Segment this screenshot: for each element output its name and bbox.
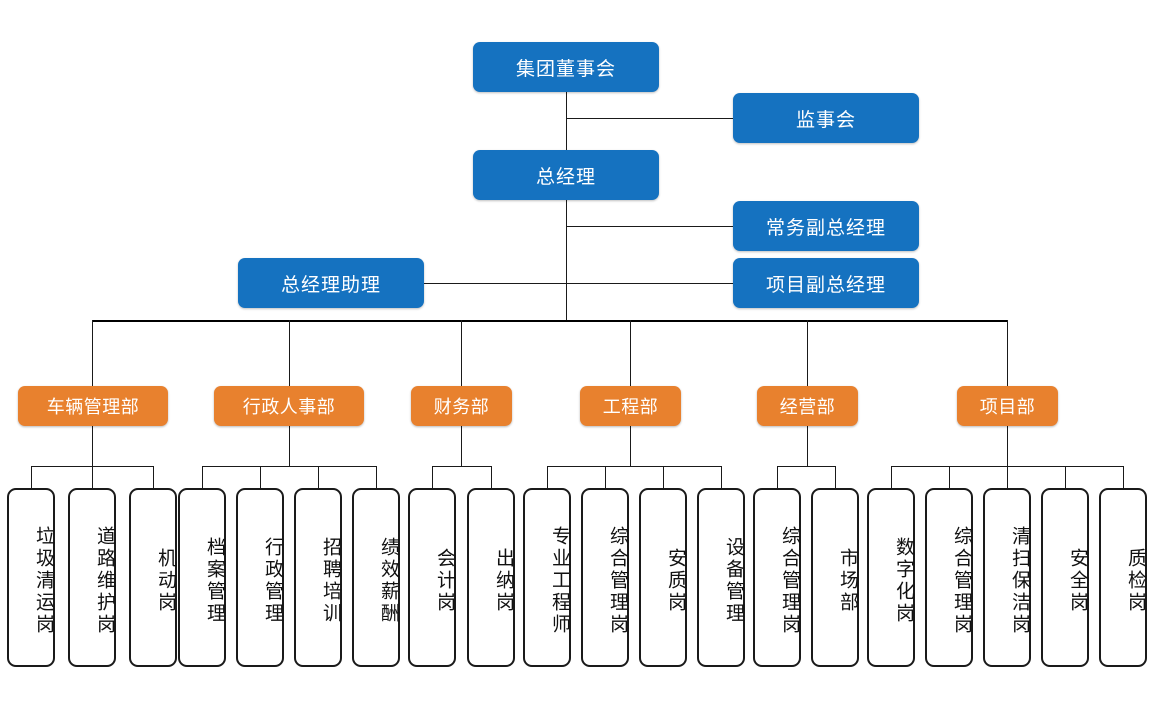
- connector-dept2-stem: [289, 426, 290, 466]
- connector-bus-to-dept-6: [1007, 320, 1008, 386]
- node-position-digitalization[interactable]: 数字化岗: [867, 488, 915, 667]
- connector-dept1-stem: [92, 426, 93, 466]
- connector-dept4-riser-1: [547, 466, 548, 488]
- connector-dept6-stem: [1007, 426, 1008, 466]
- node-position-cashier[interactable]: 出纳岗: [467, 488, 515, 667]
- connector-dept3-bus: [432, 466, 491, 467]
- connector-dept5-riser-2: [835, 466, 836, 488]
- connector-dept4-riser-3: [663, 466, 664, 488]
- connector-dept4-riser-4: [721, 466, 722, 488]
- connector-bus-to-dept-3: [461, 320, 462, 386]
- connector-dept6-riser-1: [891, 466, 892, 488]
- node-position-records-management[interactable]: 档案管理: [178, 488, 226, 667]
- node-project-vice-gm[interactable]: 项目副总经理: [733, 258, 919, 308]
- connector-trunk-to-supervisory: [566, 118, 733, 119]
- node-position-marketing[interactable]: 市场部: [811, 488, 859, 667]
- node-position-professional-engineer[interactable]: 专业工程师: [523, 488, 571, 667]
- node-general-manager[interactable]: 总经理: [473, 150, 659, 200]
- node-position-eng-general-management[interactable]: 综合管理岗: [581, 488, 629, 667]
- connector-department-bus: [92, 320, 1008, 322]
- connector-bus-to-dept-2: [289, 320, 290, 386]
- connector-dept6-riser-4: [1065, 466, 1066, 488]
- connector-dept5-bus: [777, 466, 835, 467]
- connector-dept2-riser-4: [376, 466, 377, 488]
- connector-dept1-riser-2: [92, 466, 93, 488]
- node-position-safety-quality[interactable]: 安质岗: [639, 488, 687, 667]
- node-position-quality-inspection[interactable]: 质检岗: [1099, 488, 1147, 667]
- node-position-road-maintenance[interactable]: 道路维护岗: [68, 488, 116, 667]
- connector-dept1-riser-3: [153, 466, 154, 488]
- node-supervisory-board[interactable]: 监事会: [733, 93, 919, 143]
- node-position-accountant[interactable]: 会计岗: [408, 488, 456, 667]
- connector-dept6-riser-2: [949, 466, 950, 488]
- node-position-waste-transport[interactable]: 垃圾清运岗: [7, 488, 55, 667]
- connector-dept1-riser-1: [31, 466, 32, 488]
- connector-bus-to-dept-1: [92, 320, 93, 386]
- node-position-biz-general-management[interactable]: 综合管理岗: [753, 488, 801, 667]
- node-department-business[interactable]: 经营部: [757, 386, 858, 426]
- connector-dept5-stem: [807, 426, 808, 466]
- node-board-of-directors[interactable]: 集团董事会: [473, 42, 659, 92]
- connector-dept2-riser-1: [202, 466, 203, 488]
- connector-dept4-stem: [630, 426, 631, 466]
- node-position-safety[interactable]: 安全岗: [1041, 488, 1089, 667]
- connector-trunk-to-exec-vice-gm: [566, 226, 733, 227]
- connector-dept2-riser-2: [260, 466, 261, 488]
- node-department-vehicle-management[interactable]: 车辆管理部: [18, 386, 168, 426]
- connector-trunk-to-vice-gm-row: [424, 283, 733, 284]
- node-position-proj-general-management[interactable]: 综合管理岗: [925, 488, 973, 667]
- connector-dept3-riser-2: [491, 466, 492, 488]
- node-executive-vice-gm[interactable]: 常务副总经理: [733, 201, 919, 251]
- connector-dept4-riser-2: [605, 466, 606, 488]
- connector-dept6-riser-5: [1123, 466, 1124, 488]
- node-position-equipment-management[interactable]: 设备管理: [697, 488, 745, 667]
- node-gm-assistant[interactable]: 总经理助理: [238, 258, 424, 308]
- node-position-administration[interactable]: 行政管理: [236, 488, 284, 667]
- node-position-cleaning-sanitation[interactable]: 清扫保洁岗: [983, 488, 1031, 667]
- connector-dept4-bus: [547, 466, 721, 467]
- node-position-performance-compensation[interactable]: 绩效薪酬: [352, 488, 400, 667]
- node-position-recruitment-training[interactable]: 招聘培训: [294, 488, 342, 667]
- connector-dept5-riser-1: [777, 466, 778, 488]
- connector-dept2-riser-3: [318, 466, 319, 488]
- connector-gm-to-bus: [566, 198, 567, 320]
- node-department-engineering[interactable]: 工程部: [580, 386, 681, 426]
- connector-board-to-gm: [566, 92, 567, 152]
- connector-dept3-riser-1: [432, 466, 433, 488]
- connector-dept3-stem: [461, 426, 462, 466]
- connector-bus-to-dept-4: [630, 320, 631, 386]
- node-department-project[interactable]: 项目部: [957, 386, 1058, 426]
- node-department-finance[interactable]: 财务部: [411, 386, 512, 426]
- node-department-admin-hr[interactable]: 行政人事部: [214, 386, 364, 426]
- node-position-mobile-duty[interactable]: 机动岗: [129, 488, 177, 667]
- connector-bus-to-dept-5: [807, 320, 808, 386]
- connector-dept2-bus: [202, 466, 376, 467]
- connector-dept6-riser-3: [1007, 466, 1008, 488]
